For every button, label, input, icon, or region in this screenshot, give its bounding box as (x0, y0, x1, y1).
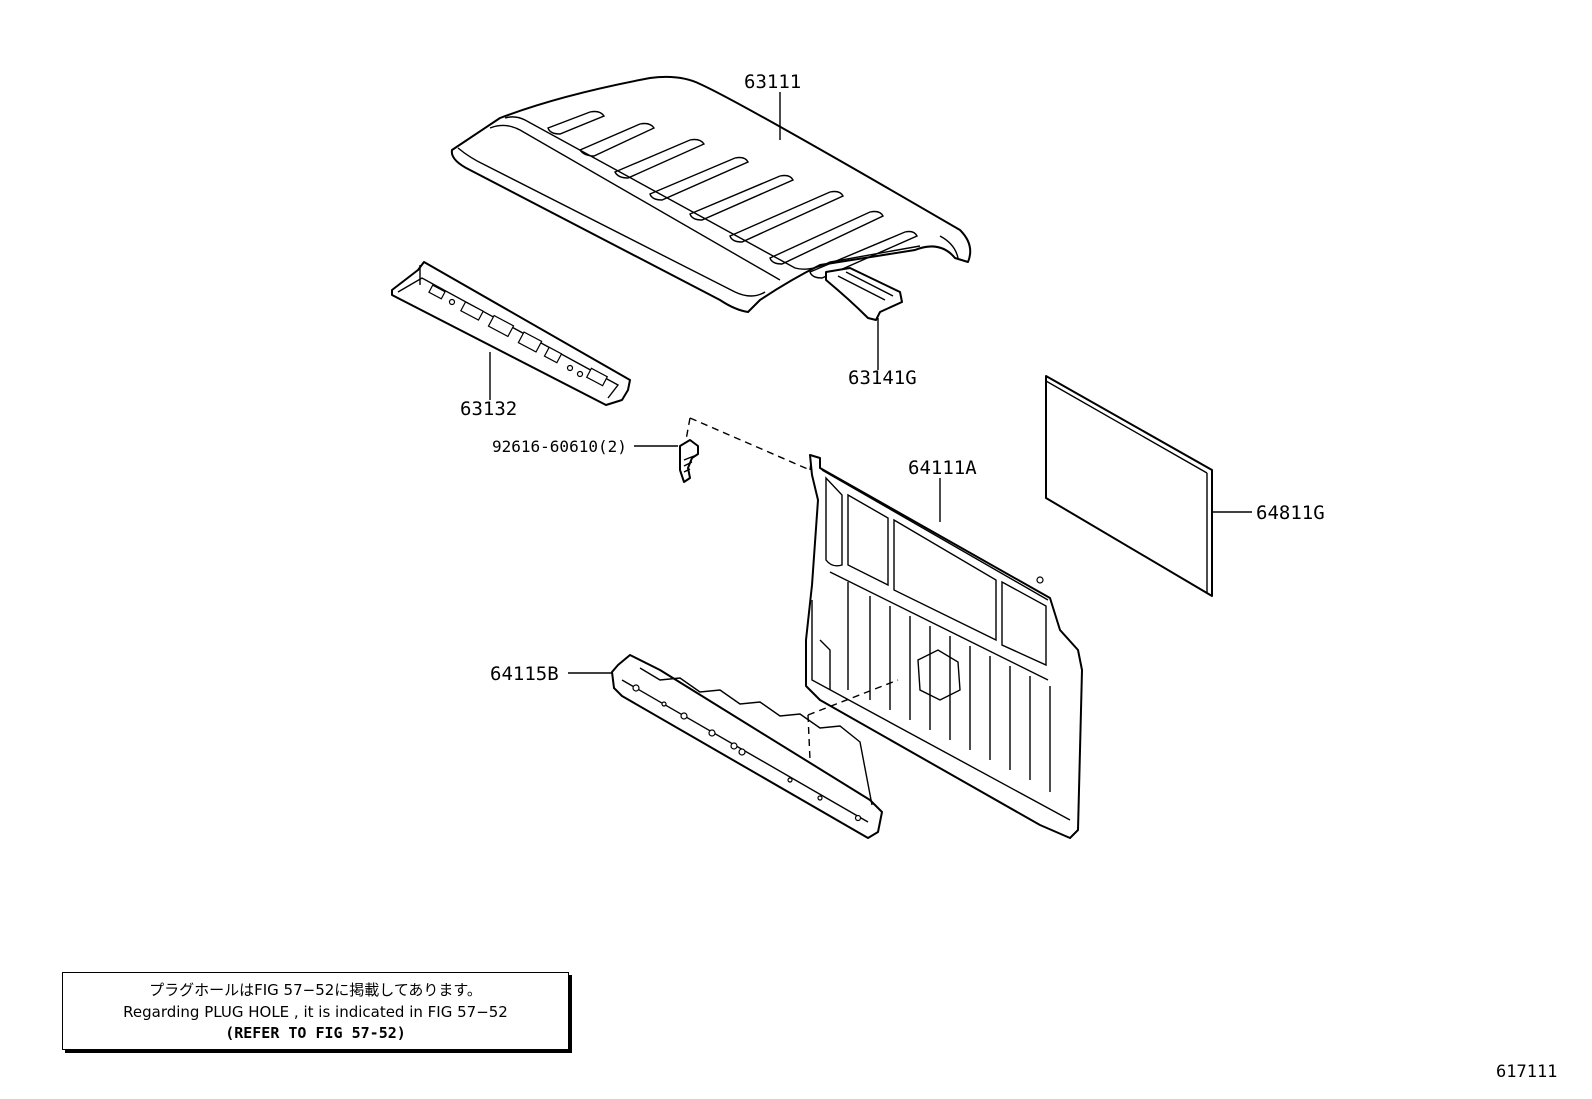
figure-id: 617111 (1496, 1062, 1558, 1082)
roof-panel-drawing (450, 75, 972, 313)
label-back-panel: 64111A (908, 457, 977, 479)
label-roof-panel: 63111 (744, 71, 801, 93)
label-back-panel-pad: 64811G (1256, 502, 1325, 524)
back-panel-drawing (805, 454, 1083, 839)
label-clip: 92616-60610(2) (492, 437, 627, 456)
label-roof-rear-bow: 63141G (848, 367, 917, 389)
clip-drawing (679, 439, 699, 483)
label-lower-back-panel: 64115B (490, 663, 559, 685)
note-japanese: プラグホールはFIG 57−52に掲載してあります。 (149, 981, 482, 999)
note-english: Regarding PLUG HOLE , it is indicated in… (123, 1003, 508, 1021)
front-header-drawing (391, 261, 631, 406)
roof-rear-bow-drawing (825, 267, 903, 321)
label-front-header: 63132 (460, 398, 517, 420)
note-reference: (REFER TO FIG 57-52) (225, 1024, 406, 1042)
note-box: プラグホールはFIG 57−52に掲載してあります。 Regarding PLU… (62, 972, 569, 1050)
back-panel-pad-drawing (1045, 375, 1213, 597)
lower-back-panel-drawing (611, 654, 883, 839)
